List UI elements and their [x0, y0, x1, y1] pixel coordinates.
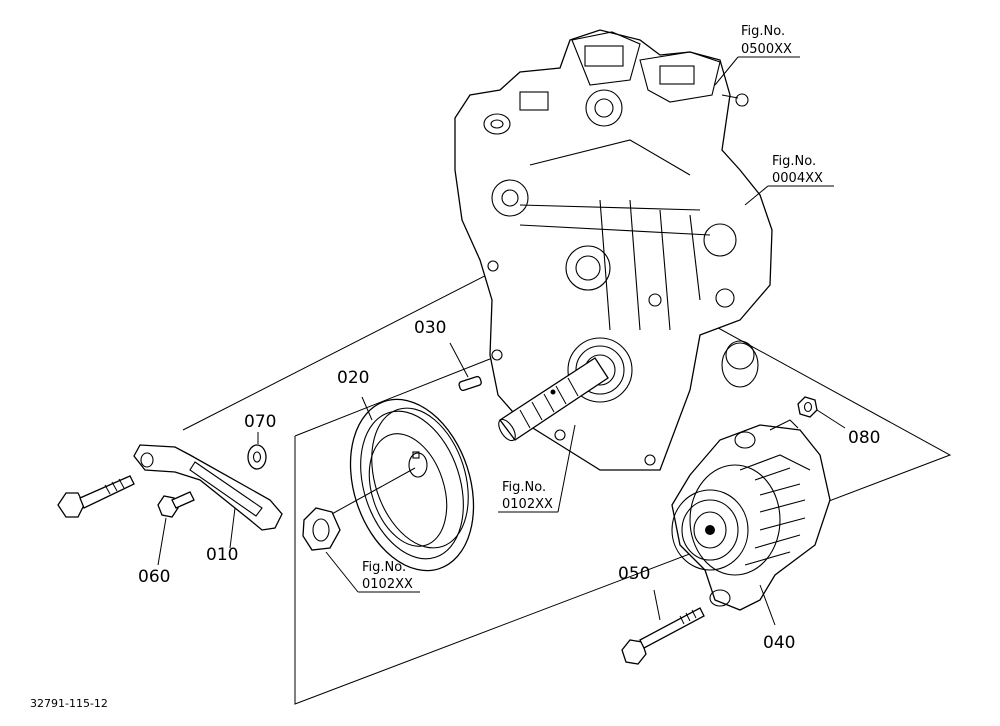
crankshaft-nose: [498, 357, 609, 442]
fig-ref-0102-shaft-line1: Fig.No.: [502, 480, 546, 495]
nut-part-080: [797, 396, 846, 429]
label-part-070: 070: [244, 412, 276, 432]
document-id: 32791-115-12: [30, 697, 108, 710]
label-part-040: 040: [763, 633, 795, 653]
label-part-030: 030: [414, 318, 446, 338]
fig-ref-0102-nut-line2: 0102XX: [362, 577, 413, 592]
crank-pulley-part-020: [329, 396, 475, 572]
label-part-050: 050: [618, 564, 650, 584]
fig-ref-0102-nut-line1: Fig.No.: [362, 560, 406, 575]
label-part-020: 020: [337, 368, 369, 388]
label-part-010: 010: [206, 545, 238, 565]
stay-bracket-part-010: [133, 444, 283, 549]
fig-ref-0102-shaft-line2: 0102XX: [502, 497, 553, 512]
pulley-nut: [302, 507, 359, 593]
label-part-080: 080: [848, 428, 880, 448]
bolt-part-060: [157, 491, 195, 566]
gear-case-housing: [454, 29, 773, 471]
assembly-boundary: [182, 257, 952, 705]
bolt-part-050: [621, 589, 705, 665]
fig-ref-0500-line1: Fig.No.: [741, 24, 785, 39]
label-part-060: 060: [138, 567, 170, 587]
alternator-part-040: [671, 419, 831, 626]
figure-ref-leaders: [358, 56, 834, 593]
fig-ref-0004-line1: Fig.No.: [772, 154, 816, 169]
fig-ref-0004-line2: 0004XX: [772, 171, 823, 186]
bolt-left: [57, 475, 135, 518]
fig-ref-0500-line2: 0500XX: [741, 42, 792, 57]
key-part-030: [449, 342, 482, 392]
washer-part-070: [247, 432, 267, 470]
